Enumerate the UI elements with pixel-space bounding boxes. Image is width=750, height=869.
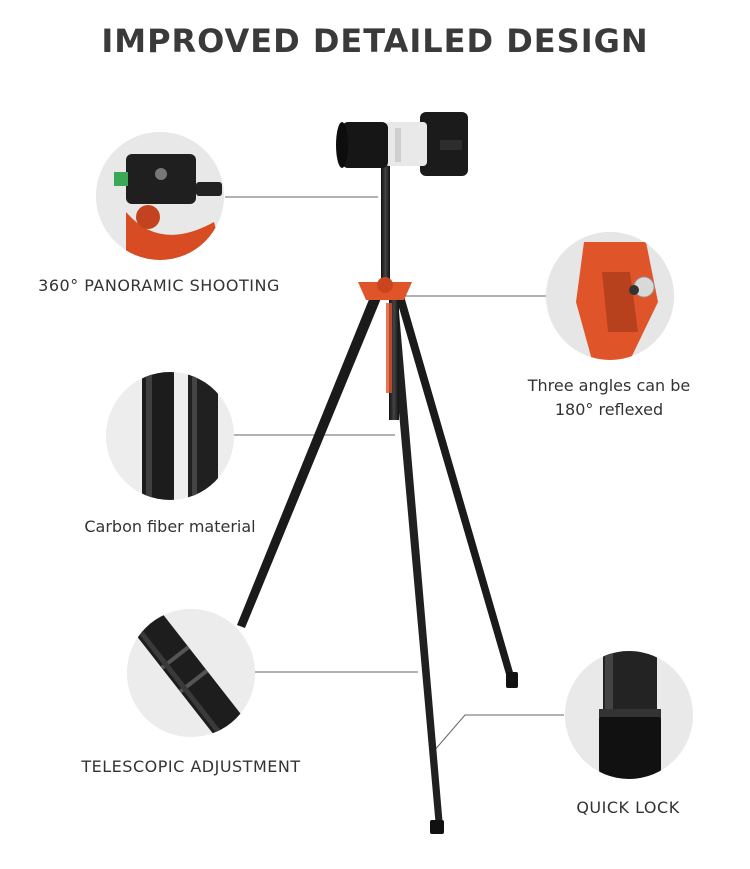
panoramic-head-detail — [96, 132, 224, 260]
telescopic-label: TELESCOPIC ADJUSTMENT — [81, 757, 301, 776]
quick-lock-icon — [565, 651, 693, 779]
tripod-legs — [237, 292, 518, 834]
center-column — [381, 165, 390, 295]
ball-head-icon — [96, 132, 224, 260]
angles-label-line2: 180° reflexed — [554, 400, 664, 419]
camera-icon — [336, 112, 468, 176]
quick-lock-detail — [565, 651, 693, 779]
angles-label-line1: Three angles can be — [527, 376, 691, 395]
page-title: IMPROVED DETAILED DESIGN — [101, 22, 649, 60]
quick-lock-label: QUICK LOCK — [576, 798, 680, 817]
carbon-tube-icon — [106, 372, 234, 500]
telescopic-detail — [127, 609, 255, 737]
carbon-fiber-detail — [106, 372, 234, 500]
carbon-label: Carbon fiber material — [84, 517, 256, 536]
leader-lines — [225, 196, 564, 753]
angle-lock-icon — [546, 232, 674, 360]
angle-lock-detail — [546, 232, 674, 360]
leg-hub — [358, 277, 412, 393]
panoramic-label: 360° PANORAMIC SHOOTING — [38, 276, 280, 295]
telescopic-leg-icon — [127, 609, 255, 737]
